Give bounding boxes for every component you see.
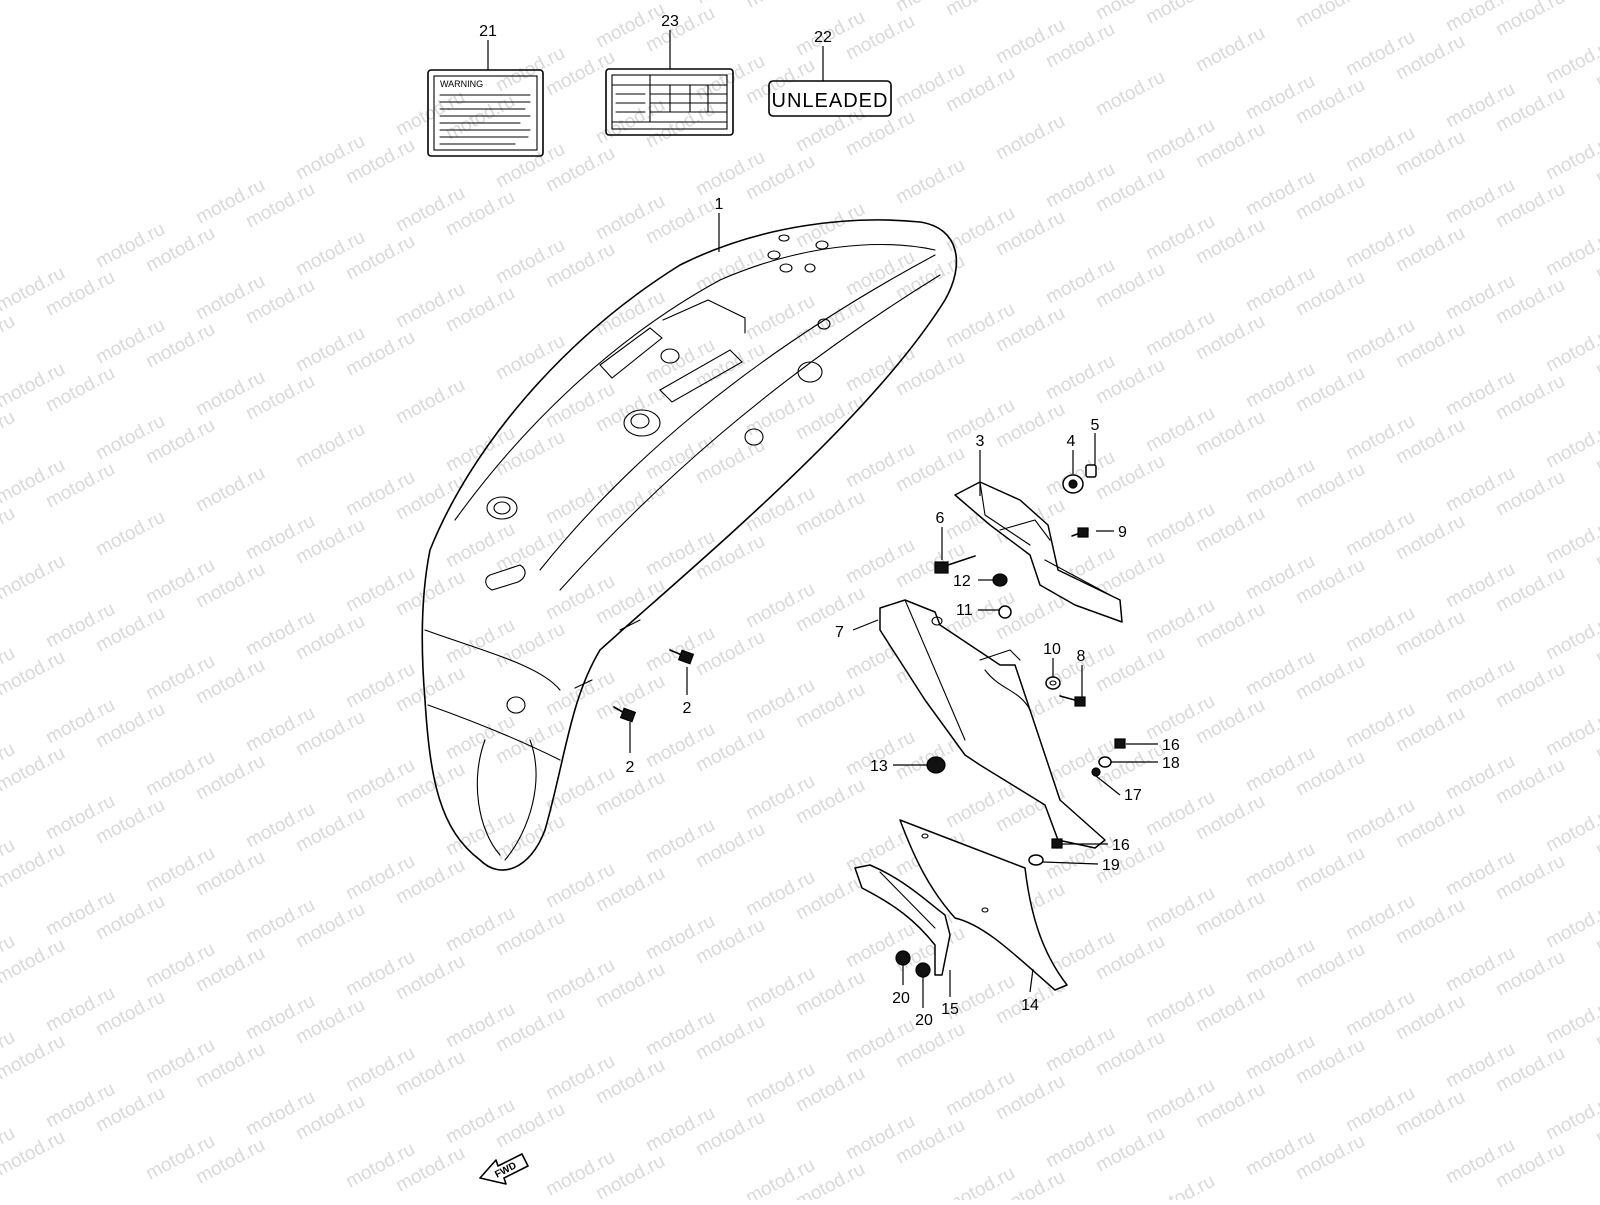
- bolt-part-6: [934, 555, 976, 574]
- collar-part-12: [992, 573, 1008, 587]
- callout-4: 4: [1067, 433, 1076, 450]
- watermark-text: motod.ru: [492, 331, 568, 385]
- watermark-text: motod.ru: [992, 111, 1068, 165]
- license-plate-holder-part-14: [899, 819, 1068, 991]
- bolt-part-8: [1059, 695, 1086, 707]
- watermark-text: motod.ru: [1542, 323, 1600, 377]
- callout-12: 12: [953, 573, 971, 590]
- callout-14: 14: [1021, 997, 1039, 1014]
- watermark-text: motod.ru: [592, 287, 668, 341]
- callout-8: 8: [1077, 648, 1086, 665]
- unleaded-label-sticker: UNLEADED: [768, 80, 892, 117]
- watermark-text: motod.ru: [1142, 0, 1218, 28]
- collar-part-11: [998, 605, 1012, 619]
- bolt-part-16-lower: [1051, 838, 1063, 849]
- watermark-text: motod.ru: [1542, 803, 1600, 857]
- watermark-text: motod.ru: [1542, 1091, 1600, 1145]
- watermark-text: motod.ru: [1542, 611, 1600, 665]
- watermark-text: motod.ru: [0, 311, 19, 365]
- watermark-text: motod.ru: [0, 407, 19, 461]
- watermark-text: motod.ru: [1542, 131, 1600, 185]
- bolt-part-2-upper: [669, 649, 695, 665]
- callout-16-lower: 16: [1112, 837, 1130, 854]
- watermark-text: motod.ru: [0, 503, 19, 557]
- callout-20-left: 20: [892, 990, 910, 1007]
- watermark-text: motod.ru: [1292, 0, 1368, 32]
- callout-1: 1: [715, 196, 724, 213]
- unleaded-label-text: UNLEADED: [772, 90, 889, 112]
- callout-22: 22: [814, 29, 832, 46]
- bolt-part-16-upper: [1114, 738, 1126, 749]
- watermark-text: motod.ru: [1542, 515, 1600, 569]
- callout-11: 11: [956, 602, 973, 619]
- callout-3: 3: [976, 433, 985, 450]
- callout-23: 23: [661, 13, 679, 30]
- watermark-text: motod.ru: [1092, 67, 1168, 121]
- watermark-text: motod.ru: [1542, 995, 1600, 1049]
- watermark-text: motod.ru: [1542, 899, 1600, 953]
- callout-6: 6: [936, 510, 945, 527]
- nut-part-20-left: [895, 950, 911, 966]
- callout-9: 9: [1118, 524, 1127, 541]
- watermark-text: motod.ru: [692, 243, 768, 297]
- mounting-bracket-part-3: [954, 481, 1123, 623]
- watermark-text: motod.ru: [1542, 419, 1600, 473]
- warning-label-sticker: WARNING: [427, 69, 544, 157]
- callout-7: 7: [835, 624, 844, 641]
- forward-direction-arrow: FWD: [479, 1153, 529, 1185]
- nut-part-17: [1091, 767, 1101, 777]
- watermark-text: motod.ru: [892, 155, 968, 209]
- callout-21: 21: [479, 23, 497, 40]
- watermark-text: motod.ru: [1192, 23, 1268, 77]
- watermark-text: motod.ru: [292, 419, 368, 473]
- watermark-text: motod.ru: [1542, 227, 1600, 281]
- warning-label-text: WARNING: [440, 79, 483, 89]
- callout-5: 5: [1091, 417, 1100, 434]
- callout-13: 13: [870, 758, 888, 775]
- nut-part-13: [926, 756, 946, 774]
- rear-fender-part: [421, 219, 958, 871]
- watermark-text: motod.ru: [1542, 707, 1600, 761]
- watermark-text: motod.ru: [1542, 35, 1600, 89]
- callout-10: 10: [1043, 641, 1061, 658]
- callout-16-upper: 16: [1162, 737, 1180, 754]
- leader-lines: [487, 30, 1158, 1008]
- washer-part-10: [1045, 676, 1061, 690]
- watermark-text: motod.ru: [392, 375, 468, 429]
- license-bracket-part-15: [854, 864, 951, 976]
- rubber-bushing-part-4: [1062, 474, 1084, 494]
- callout-18: 18: [1162, 755, 1180, 772]
- watermark-text: motod.ru: [942, 0, 1018, 20]
- watermark-text: motod.ru: [92, 507, 168, 561]
- callout-17: 17: [1124, 787, 1142, 804]
- callout-19: 19: [1102, 857, 1120, 874]
- callout-2-lower: 2: [626, 759, 635, 776]
- washer-part-19: [1028, 854, 1044, 866]
- bolt-part-9: [1071, 527, 1089, 538]
- watermark-text: motod.ru: [0, 551, 69, 605]
- bolt-part-2-lower: [613, 706, 637, 723]
- washer-part-18: [1098, 756, 1112, 768]
- watermark-text: motod.ru: [742, 0, 818, 12]
- nut-part-20-right: [915, 962, 931, 978]
- collar-part-5: [1085, 464, 1097, 478]
- callout-numbers: 21 23 22 1 2 2 3 4 5 6 9 12 11 7 10 8 13…: [479, 13, 1180, 1029]
- callout-2-upper: 2: [683, 700, 692, 717]
- callout-20-right: 20: [915, 1012, 933, 1029]
- callout-15: 15: [941, 1001, 959, 1018]
- watermark-text: motod.ru: [192, 463, 268, 517]
- watermark-text: motod.ru: [1142, 1171, 1218, 1200]
